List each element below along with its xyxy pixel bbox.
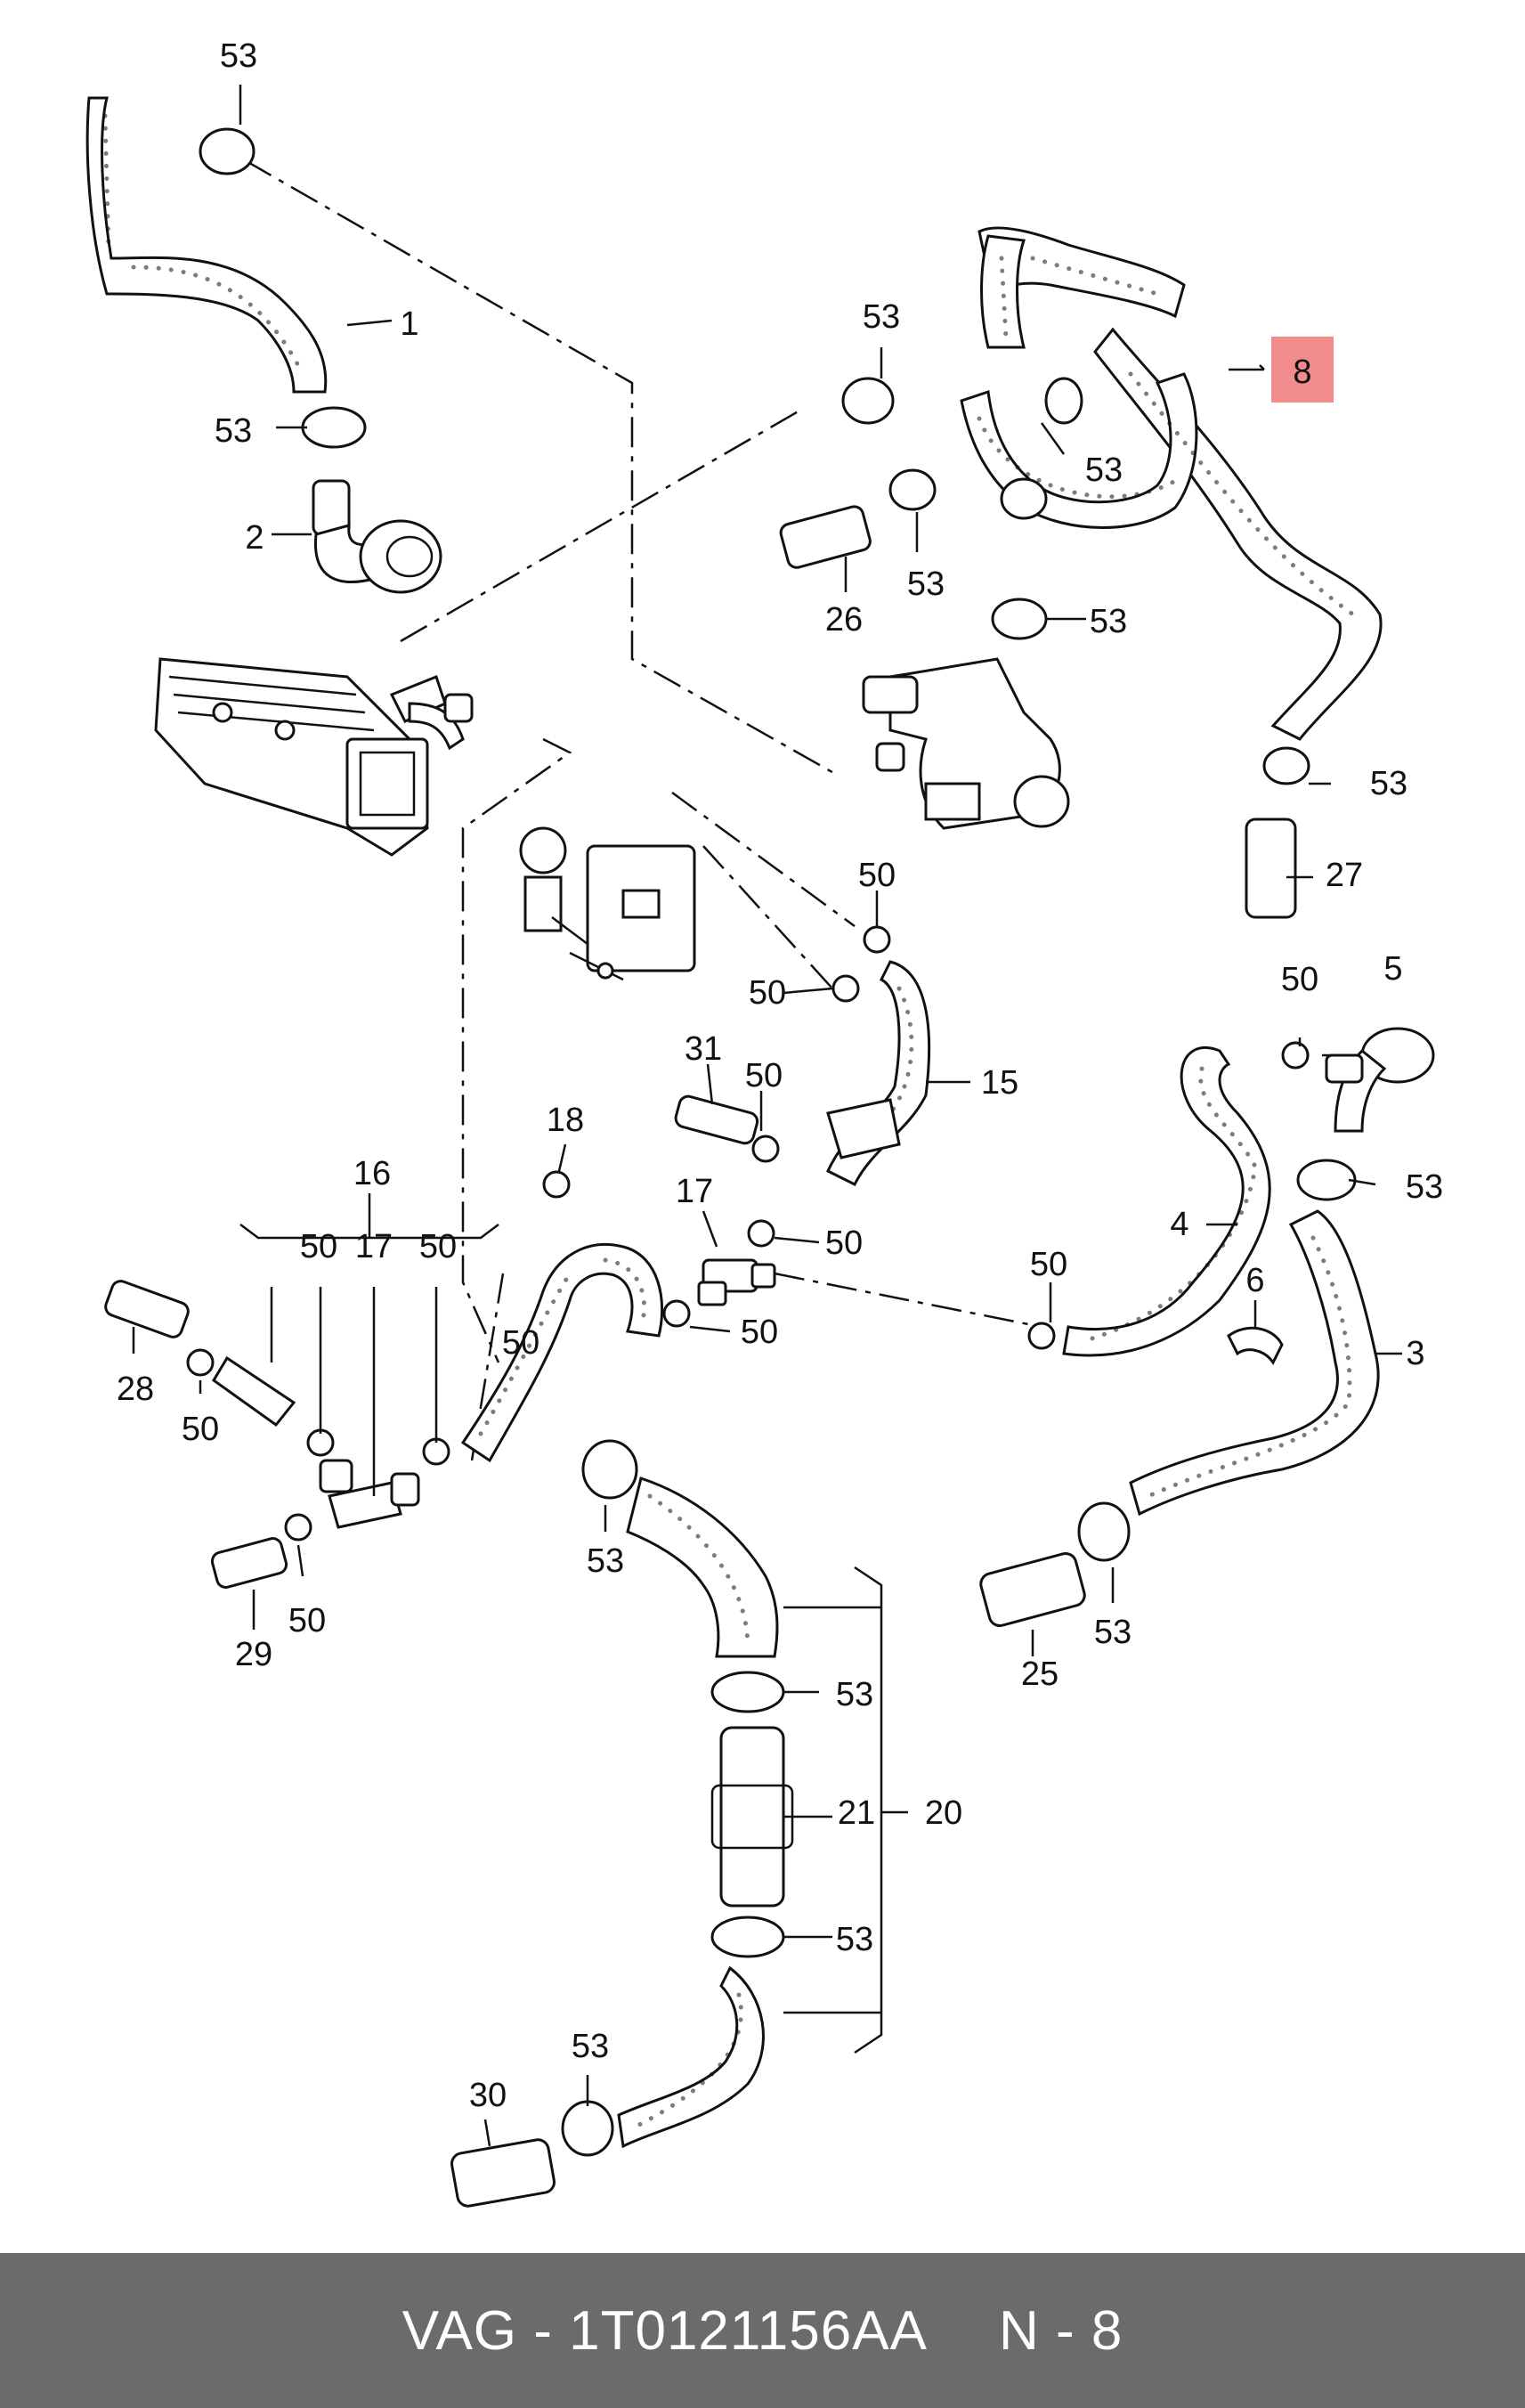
callout-53: 53 — [587, 1542, 624, 1580]
callout-1: 1 — [400, 305, 418, 343]
callout-8: 8 — [1293, 354, 1311, 391]
callout-16: 16 — [353, 1155, 391, 1192]
callout-4: 4 — [1170, 1206, 1188, 1243]
pipe-28 — [104, 1280, 190, 1338]
hose-1 — [85, 96, 328, 394]
callout-50: 50 — [502, 1324, 539, 1362]
callout-50: 50 — [1030, 1246, 1067, 1283]
callout-21: 21 — [838, 1794, 875, 1832]
connector-5 — [1325, 1027, 1435, 1133]
callout-5: 5 — [1383, 950, 1402, 988]
callout-53: 53 — [1094, 1614, 1132, 1651]
hose-3 — [1129, 1209, 1380, 1517]
callout-25: 25 — [1021, 1656, 1059, 1693]
callout-53: 53 — [863, 298, 900, 336]
callout-15: 15 — [981, 1064, 1018, 1102]
callout-50: 50 — [419, 1228, 457, 1265]
callout-50: 50 — [858, 857, 896, 894]
spring-clips-50 — [186, 925, 1310, 1542]
callout-2: 2 — [245, 519, 264, 557]
callout-53: 53 — [1406, 1168, 1443, 1206]
callout-17-left: 17 — [355, 1228, 393, 1265]
hose-20-upper — [626, 1477, 779, 1658]
sheet-reference: N - 8 — [998, 2299, 1123, 2362]
callout-3: 3 — [1406, 1335, 1424, 1372]
callout-53: 53 — [220, 37, 257, 75]
hose-15-sleeve — [826, 1098, 901, 1159]
connector-21 — [719, 1726, 785, 1908]
hose-15 — [826, 960, 931, 1187]
dashline-16-down — [470, 1273, 505, 1461]
connector-2 — [312, 479, 442, 594]
callout-50: 50 — [288, 1602, 326, 1639]
part-reference: VAG - 1T0121156AA — [402, 2299, 928, 2362]
connection-lines — [244, 159, 1042, 1461]
callout-50: 50 — [825, 1224, 863, 1262]
coolant-valve — [862, 657, 1070, 830]
callout-50: 50 — [745, 1057, 783, 1094]
callout-29: 29 — [235, 1636, 272, 1673]
callout-53: 53 — [836, 1921, 873, 1958]
callout-28: 28 — [117, 1371, 154, 1408]
callout-6: 6 — [1245, 1262, 1264, 1299]
pipe-31 — [674, 1094, 759, 1145]
parts-diagram: 1 2 3 4 5 6 8 15 16 17 17 18 20 21 25 26… — [85, 37, 1443, 2208]
dashline-tpiece-to-hose4 — [774, 1272, 1042, 1329]
tee-piece-17-left — [319, 1459, 420, 1529]
pipe-29 — [210, 1537, 288, 1589]
callout-53: 53 — [1085, 452, 1123, 489]
dashline-egr-to-clamp — [702, 845, 833, 989]
callout-50: 50 — [741, 1314, 778, 1351]
hose-16 — [460, 1242, 664, 1463]
pipe-25 — [979, 1551, 1086, 1628]
hose-clamps-53 — [199, 127, 1357, 2157]
dashline-cooler-to-clamp — [400, 408, 802, 643]
callout-50: 50 — [1281, 961, 1318, 998]
callout-53: 53 — [215, 412, 252, 450]
egr-cooler — [154, 657, 474, 857]
callout-53: 53 — [907, 565, 945, 603]
callout-17-centre: 17 — [676, 1173, 713, 1210]
callout-50: 50 — [300, 1228, 337, 1265]
callout-53: 53 — [1090, 603, 1127, 640]
pipe-26 — [779, 505, 872, 569]
callout-50: 50 — [182, 1411, 219, 1448]
dashline-clip-to-valve — [244, 159, 838, 777]
hose-16-small — [212, 1355, 296, 1428]
clip-6 — [1227, 1326, 1284, 1365]
footer-bar: VAG - 1T0121156AA N - 8 — [0, 2253, 1525, 2408]
egr-valve — [519, 826, 696, 981]
callout-31: 31 — [685, 1030, 722, 1068]
dashline-egr-to-hose15 — [671, 791, 856, 928]
callout-26: 26 — [825, 601, 863, 639]
callout-30: 30 — [469, 2077, 507, 2114]
pipe-stubs — [104, 505, 1297, 2208]
hose-20-lower — [617, 1965, 765, 2149]
callout-53: 53 — [836, 1676, 873, 1713]
leader-lines — [132, 85, 1402, 2147]
callout-27: 27 — [1326, 857, 1363, 894]
dashline-cooler-down — [461, 737, 572, 1363]
hose-8-left — [980, 234, 1026, 349]
hose-8-main — [1093, 327, 1383, 741]
highlight-box-8 — [1271, 337, 1334, 403]
pipe-27 — [1245, 818, 1297, 919]
callout-20: 20 — [925, 1794, 962, 1832]
callout-53: 53 — [572, 2028, 609, 2065]
pipe-30 — [450, 2138, 556, 2208]
callout-50: 50 — [749, 974, 786, 1012]
callout-labels: 1 2 3 4 5 6 8 15 16 17 17 18 20 21 25 26… — [117, 37, 1443, 2114]
hose-4 — [1062, 1046, 1271, 1357]
callout-53: 53 — [1370, 765, 1407, 802]
callout-18: 18 — [547, 1102, 584, 1139]
tee-piece-17 — [697, 1258, 776, 1306]
components — [104, 127, 1435, 2208]
